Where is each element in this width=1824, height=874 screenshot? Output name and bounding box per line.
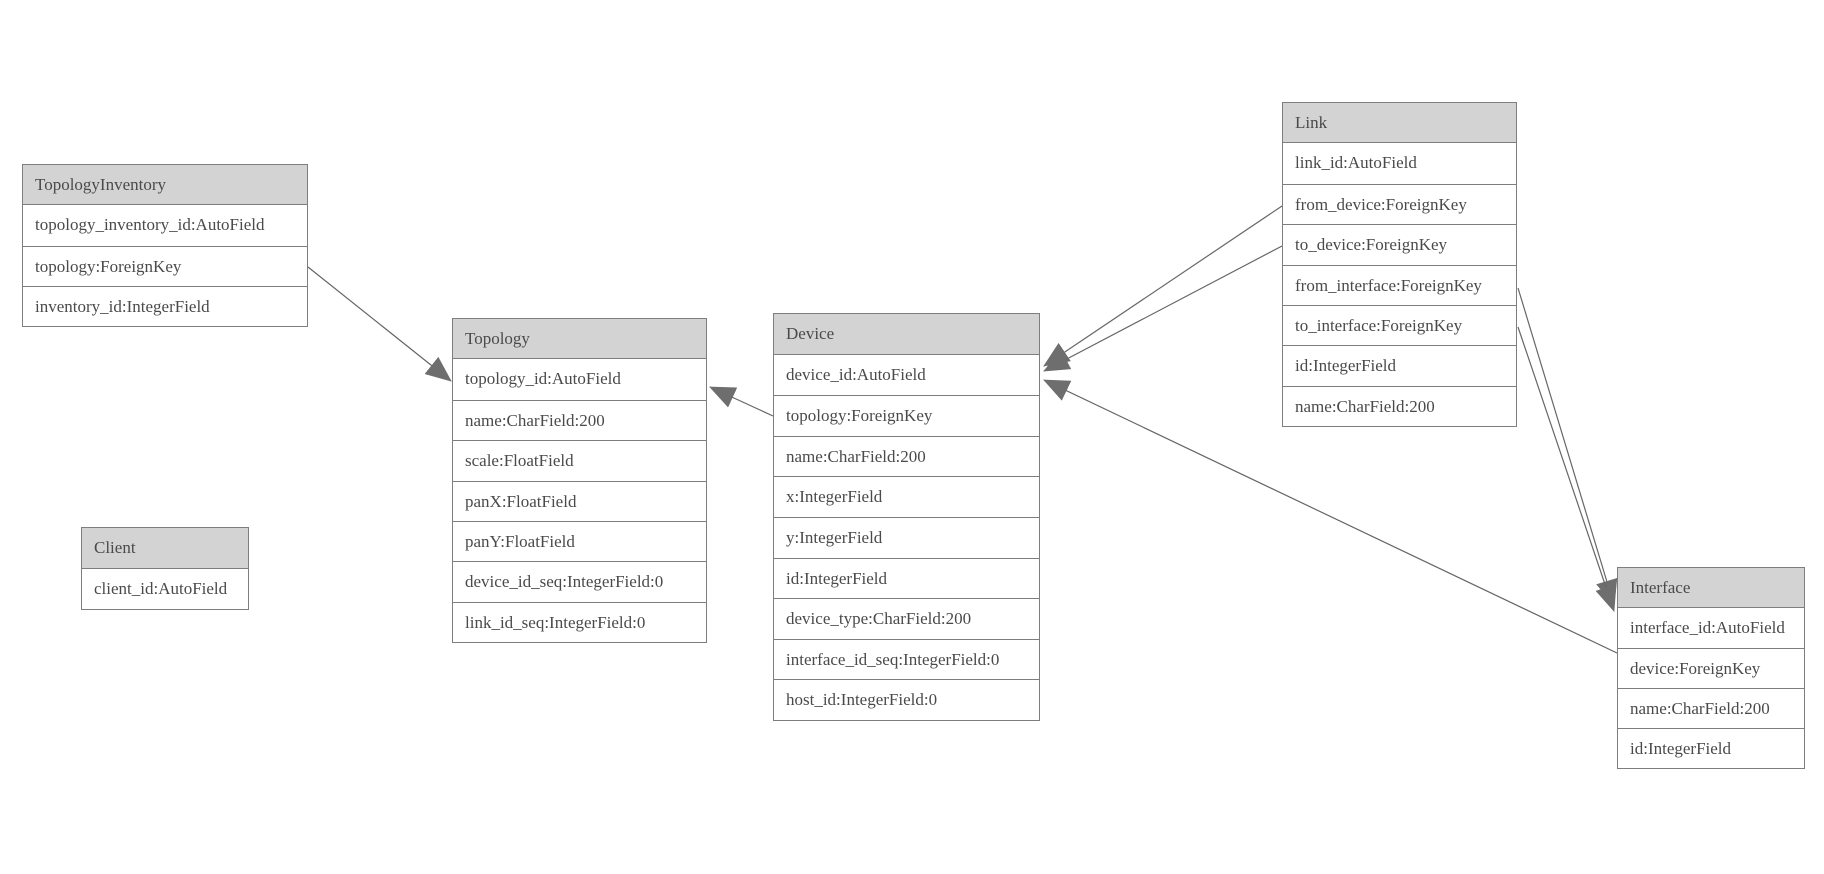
entity-title-interface: Interface: [1618, 568, 1804, 608]
field-interface-3: id:IntegerField: [1618, 728, 1804, 768]
field-device-3: x:IntegerField: [774, 476, 1039, 517]
entity-title-link: Link: [1283, 103, 1516, 144]
field-topology-5: device_id_seq:IntegerField:0: [453, 561, 706, 602]
field-link-3: from_interface:ForeignKey: [1283, 264, 1516, 305]
field-device-8: host_id:IntegerField:0: [774, 679, 1039, 720]
entity-title-client: Client: [82, 528, 248, 569]
field-interface-2: name:CharField:200: [1618, 688, 1804, 728]
edge-topologyinventory-topology: [307, 266, 452, 382]
field-client-0: client_id:AutoField: [82, 568, 248, 609]
field-device-6: device_type:CharField:200: [774, 598, 1039, 639]
field-device-4: y:IntegerField: [774, 516, 1039, 558]
edge-device-topology: [709, 386, 774, 417]
field-device-7: interface_id_seq:IntegerField:0: [774, 638, 1039, 680]
field-link-2: to_device:ForeignKey: [1283, 224, 1516, 265]
entity-title-topology-inventory: TopologyInventory: [23, 165, 307, 206]
edge-link-to-device: [1043, 245, 1283, 372]
field-interface-0: interface_id:AutoField: [1618, 608, 1804, 648]
field-device-5: id:IntegerField: [774, 557, 1039, 599]
entity-title-device: Device: [774, 314, 1039, 355]
field-link-0: link_id:AutoField: [1283, 143, 1516, 184]
field-topology-1: name:CharField:200: [453, 399, 706, 441]
field-topology-2: scale:FloatField: [453, 440, 706, 481]
field-interface-1: device:ForeignKey: [1618, 648, 1804, 688]
field-topology-3: panX:FloatField: [453, 480, 706, 521]
field-device-0: device_id:AutoField: [774, 354, 1039, 396]
field-topology-6: link_id_seq:IntegerField:0: [453, 601, 706, 643]
field-link-6: name:CharField:200: [1283, 385, 1516, 427]
edge-link-to-interface: [1517, 326, 1617, 612]
field-device-2: name:CharField:200: [774, 435, 1039, 477]
field-topology-inventory-2: inventory_id:IntegerField: [23, 285, 307, 326]
entity-title-topology: Topology: [453, 319, 706, 360]
field-topology-4: panY:FloatField: [453, 520, 706, 562]
edge-link-from-device: [1043, 205, 1283, 367]
field-topology-inventory-1: topology:ForeignKey: [23, 245, 307, 286]
field-link-4: to_interface:ForeignKey: [1283, 304, 1516, 346]
field-topology-inventory-0: topology_inventory_id:AutoField: [23, 205, 307, 246]
field-link-5: id:IntegerField: [1283, 345, 1516, 386]
field-topology-0: topology_id:AutoField: [453, 359, 706, 400]
field-device-1: topology:ForeignKey: [774, 395, 1039, 436]
edge-link-from-interface: [1517, 287, 1618, 606]
field-link-1: from_device:ForeignKey: [1283, 183, 1516, 225]
